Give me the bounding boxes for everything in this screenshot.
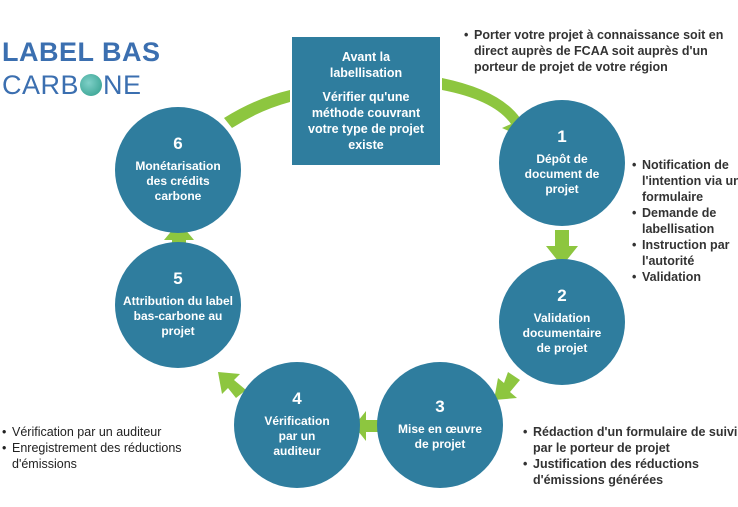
start-box: Avant la labellisation Vérifier qu'une m… bbox=[292, 37, 440, 165]
arrow-5-to-6 bbox=[164, 222, 194, 254]
note-item: Enregistrement des réductions d'émission… bbox=[2, 440, 212, 472]
logo-line2b: NE bbox=[103, 70, 142, 100]
step-label: Dépôt de document de projet bbox=[524, 152, 600, 196]
note-item: Justification des réductions d'émissions… bbox=[523, 456, 738, 488]
step-label: Attribution du label bas-carbone au proj… bbox=[123, 294, 233, 338]
step-number: 2 bbox=[557, 286, 567, 305]
start-title: Avant la labellisation bbox=[329, 50, 403, 80]
arrow-2-to-3 bbox=[494, 372, 520, 400]
step-label: Vérification par un auditeur bbox=[264, 414, 330, 458]
arrow-1-to-2 bbox=[546, 230, 578, 266]
arrow-start-to-1 bbox=[442, 78, 530, 138]
start-text: Vérifier qu'une méthode couvrant votre t… bbox=[308, 90, 424, 152]
step-number: 1 bbox=[557, 127, 567, 146]
step-number: 5 bbox=[173, 269, 183, 288]
notes-step1: Notification de l'intention via un formu… bbox=[632, 157, 738, 285]
step-label: Validation documentaire de projet bbox=[522, 311, 602, 355]
notes-step4: Vérification par un auditeur Enregistrem… bbox=[2, 424, 212, 472]
notes-step3: Rédaction d'un formulaire de suivi par l… bbox=[523, 424, 738, 488]
note-item: Demande de labellisation bbox=[632, 205, 738, 237]
step-number: 6 bbox=[173, 134, 183, 153]
logo-line1: LABEL BAS bbox=[2, 37, 161, 67]
globe-icon bbox=[80, 74, 103, 96]
note-item: Notification de l'intention via un formu… bbox=[632, 157, 738, 205]
note-item: Rédaction d'un formulaire de suivi par l… bbox=[523, 424, 738, 456]
notes-top: Porter votre projet à connaissance soit … bbox=[464, 27, 738, 75]
arrow-4-to-5 bbox=[218, 372, 246, 398]
note-item: Instruction par l'autorité bbox=[632, 237, 738, 269]
step-number: 3 bbox=[435, 396, 445, 416]
note-item: Validation bbox=[632, 269, 738, 285]
arrow-3-to-4 bbox=[354, 411, 378, 441]
step-label: Monétarisation des crédits carbone bbox=[135, 159, 221, 203]
arrow-6-to-start bbox=[224, 90, 290, 128]
logo-line2a: CARB bbox=[2, 70, 80, 100]
step-label: Mise en œuvre de projet bbox=[397, 421, 483, 451]
step-number: 4 bbox=[292, 389, 302, 408]
note-item: Porter votre projet à connaissance soit … bbox=[464, 27, 738, 75]
label-bas-carbone-logo: LABEL BAS CARB NE bbox=[2, 36, 161, 102]
note-item: Vérification par un auditeur bbox=[2, 424, 212, 440]
